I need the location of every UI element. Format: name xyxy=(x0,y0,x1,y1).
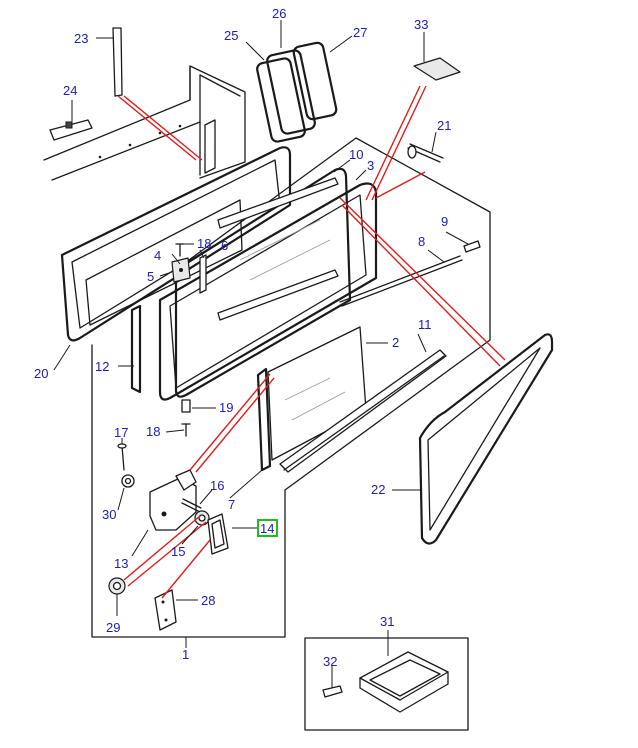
part-31-kit-tray xyxy=(359,651,449,713)
kit-box xyxy=(304,637,469,731)
callout-22: 22 xyxy=(371,482,385,497)
callout-12: 12 xyxy=(95,359,109,374)
part-13-lock-body xyxy=(149,469,197,531)
part-12-channel xyxy=(130,304,142,394)
part-4-5-catch xyxy=(171,257,191,283)
part-18-screw-lower xyxy=(181,423,191,437)
callout-23: 23 xyxy=(74,31,88,46)
leader-lines xyxy=(53,20,469,688)
callout-25: 25 xyxy=(224,28,238,43)
part-29-nut xyxy=(108,577,126,595)
callout-5: 5 xyxy=(147,269,154,284)
part-7-seal xyxy=(256,367,272,472)
window-rails xyxy=(217,177,339,321)
callout-labels: 1 2 3 4 5 6 7 8 9 10 11 12 13 14 15 16 1… xyxy=(34,6,451,669)
callout-29: 29 xyxy=(106,620,120,635)
callout-14-highlight xyxy=(257,519,278,537)
callout-24: 24 xyxy=(63,83,77,98)
part-21-pin xyxy=(407,143,444,163)
part-17-screw xyxy=(117,443,127,471)
callout-9: 9 xyxy=(441,214,448,229)
part-16-spindle xyxy=(181,498,202,513)
callout-27: 27 xyxy=(353,25,367,40)
callout-33: 33 xyxy=(414,17,428,32)
part-8-rod xyxy=(339,255,463,307)
part-11-runner xyxy=(279,349,447,473)
part-19-rivet xyxy=(181,399,191,413)
callout-1: 1 xyxy=(182,647,189,662)
callout-16: 16 xyxy=(210,478,224,493)
part-14-handle xyxy=(207,513,229,555)
part-33-pad xyxy=(413,57,461,81)
callout-20: 20 xyxy=(34,366,48,381)
callout-32: 32 xyxy=(323,654,337,669)
part-6-clip xyxy=(199,254,207,294)
callout-21: 21 xyxy=(437,118,451,133)
callout-18-lower: 18 xyxy=(146,424,160,439)
part-25-27-seals xyxy=(256,41,338,143)
callout-8: 8 xyxy=(418,234,425,249)
callout-30: 30 xyxy=(102,507,116,522)
callout-7: 7 xyxy=(228,497,235,512)
callout-13: 13 xyxy=(114,556,128,571)
body-side-panel xyxy=(43,65,246,181)
part-23-trim-strip xyxy=(112,27,123,97)
callout-26: 26 xyxy=(272,6,286,21)
callout-28: 28 xyxy=(201,593,215,608)
callout-19: 19 xyxy=(219,400,233,415)
part-24-bracket xyxy=(49,119,93,141)
callout-6: 6 xyxy=(221,238,228,253)
callout-17: 17 xyxy=(114,425,128,440)
part-9-end-cap xyxy=(463,240,481,253)
callout-2: 2 xyxy=(392,335,399,350)
part-15-bush xyxy=(194,510,210,526)
callout-31: 31 xyxy=(380,614,394,629)
part-28-plate xyxy=(154,589,177,631)
callout-18: 18 xyxy=(197,236,211,251)
part-32-key xyxy=(322,685,343,698)
part-22-large-seal xyxy=(418,333,554,545)
assembly-boundary xyxy=(91,137,491,638)
part-18-screw-top xyxy=(175,243,185,257)
red-reference-lines xyxy=(117,85,506,599)
callout-4: 4 xyxy=(154,248,161,263)
callout-11: 11 xyxy=(418,317,432,332)
callout-3: 3 xyxy=(367,158,374,173)
callout-15: 15 xyxy=(171,544,185,559)
callout-14: 14 xyxy=(260,521,274,536)
callout-10: 10 xyxy=(349,147,363,162)
part-30-washer xyxy=(121,474,135,488)
